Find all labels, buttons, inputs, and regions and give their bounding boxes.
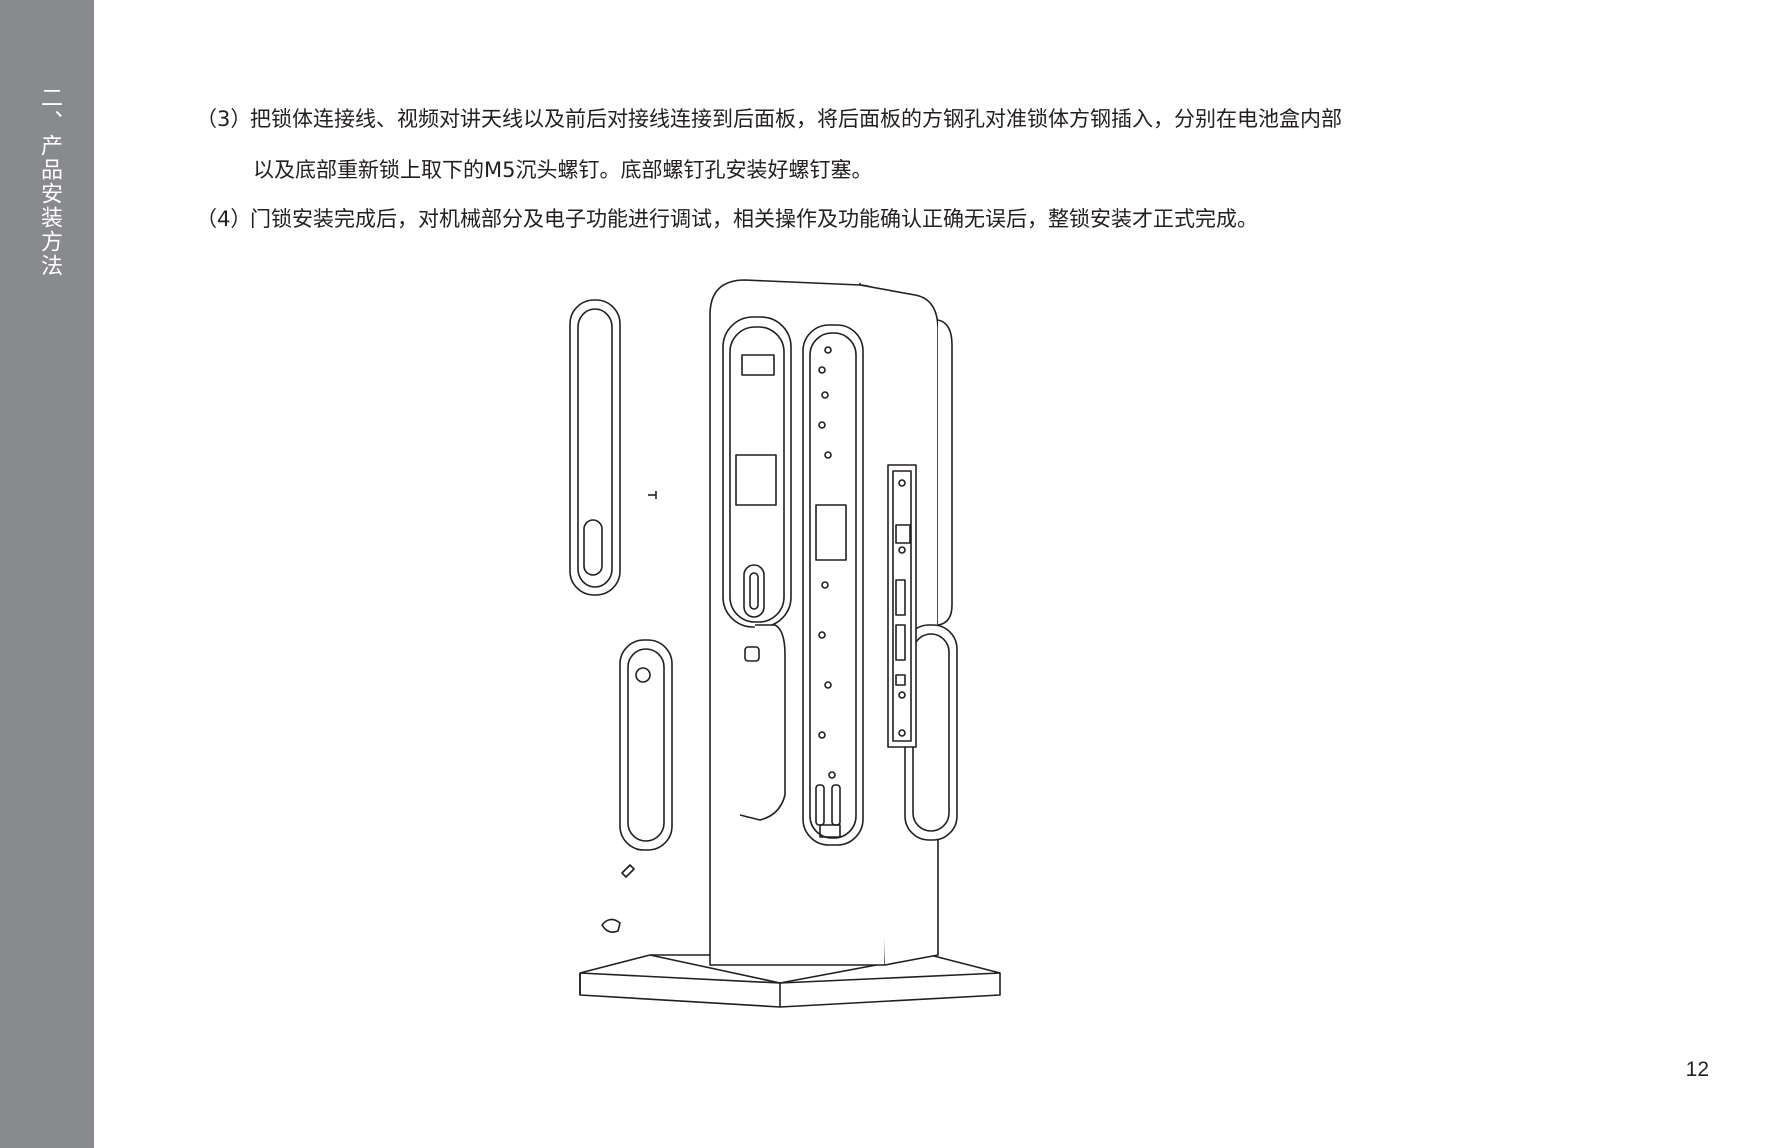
screws [601,491,657,933]
page-number: 12 [1685,1058,1709,1081]
front-panel [722,316,792,821]
step-number: （4） [196,207,252,231]
sidebar: 二、产品安装方法 [0,0,94,1148]
lock-faceplate [887,464,917,748]
rear-panel-edge [937,319,953,626]
step-number: （3） [196,107,252,131]
step-4: （4）门锁安装完成后，对机械部分及电子功能进行调试，相关操作及功能确认正确无误后… [196,204,1258,234]
lock-installation-illustration [569,279,1001,1008]
battery-cover [569,299,621,596]
step-3-continuation: 以及底部重新锁上取下的M5沉头螺钉。底部螺钉孔安装好螺钉塞。 [253,158,873,182]
front-handle [619,639,673,851]
section-title: 二、产品安装方法 [37,86,62,278]
step-text: 门锁安装完成后，对机械部分及电子功能进行调试，相关操作及功能确认正确无误后，整锁… [250,207,1258,231]
step-text: 把锁体连接线、视频对讲天线以及前后对接线连接到后面板，将后面板的方钢孔对准锁体方… [250,107,1342,131]
rear-panel [802,324,864,846]
step-3: （3）把锁体连接线、视频对讲天线以及前后对接线连接到后面板，将后面板的方钢孔对准… [196,104,1342,134]
